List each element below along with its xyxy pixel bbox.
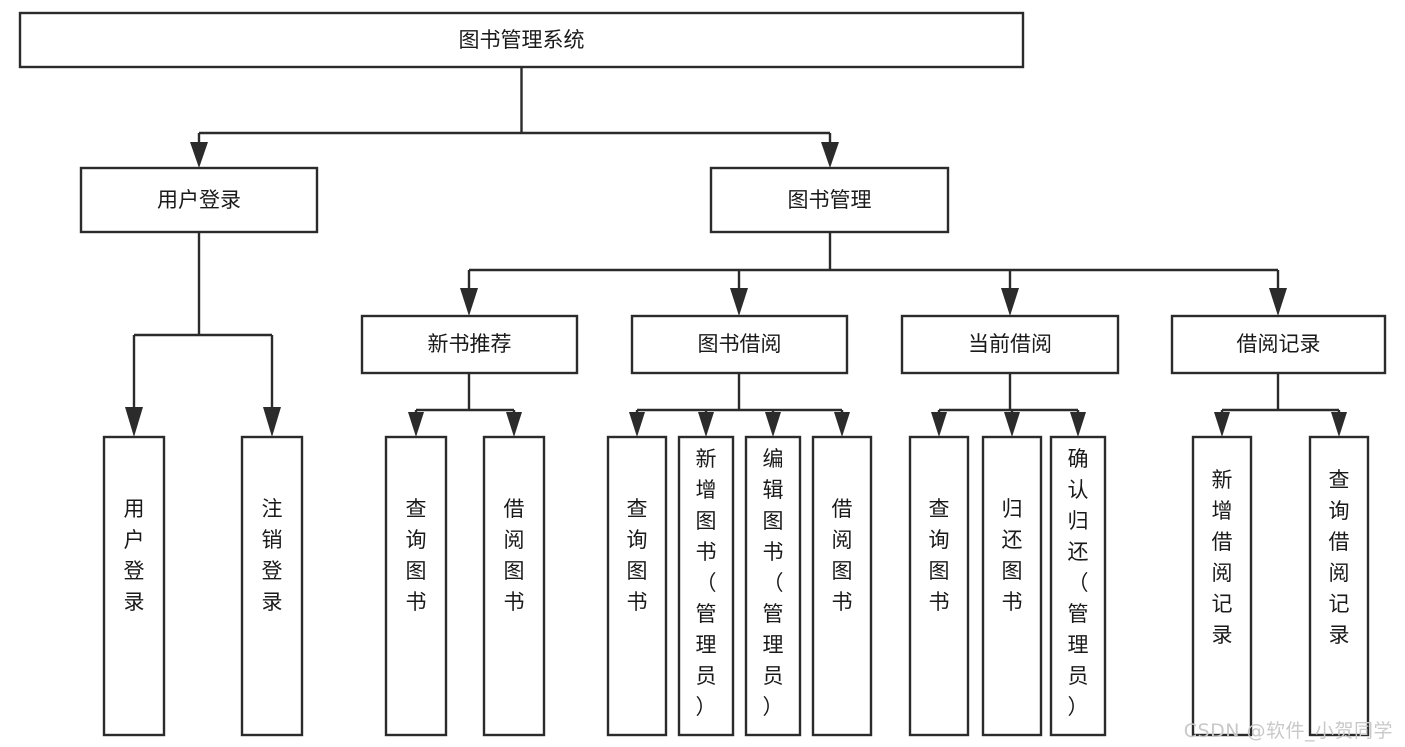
arrow-head-icon [730, 288, 748, 316]
arrow-head-icon [263, 407, 281, 437]
leaf-user-login-label: 用户登录 [124, 497, 145, 614]
node-book-borrow-box[interactable] [630, 314, 849, 375]
leaf-borrow-add-book-box[interactable] [677, 435, 735, 737]
leaf-current-query-book[interactable]: 查询图书 [908, 435, 970, 737]
leaf-borrow-lend-book-label: 借阅图书 [832, 497, 853, 614]
node-root[interactable]: 图书管理系统 [18, 11, 1025, 69]
leaf-user-logout-box[interactable] [240, 435, 304, 737]
leaf-borrow-lend-book-box[interactable] [811, 435, 873, 737]
watermark-text: CSDN @软件_小贺同学 [1183, 720, 1393, 742]
leaf-record-query[interactable]: 查询借阅记录 [1308, 435, 1370, 737]
node-book-management-box[interactable] [709, 166, 950, 234]
leaf-current-query-book-box[interactable] [908, 435, 970, 737]
leaf-new-borrow-book-box[interactable] [482, 435, 546, 737]
leaf-borrow-query-book-box[interactable] [606, 435, 668, 737]
leaf-record-add-box[interactable] [1191, 435, 1253, 737]
arrow-head-icon [125, 407, 143, 437]
node-new-book-recommend[interactable]: 新书推荐 [360, 314, 579, 375]
leaf-user-logout-label: 注销登录 [262, 497, 283, 614]
arrow-head-icon [629, 412, 645, 437]
arrow-head-icon [765, 412, 781, 437]
arrow-head-icon [1004, 412, 1020, 437]
node-book-borrow-label: 图书借阅 [698, 332, 782, 356]
leaf-record-query-box[interactable] [1308, 435, 1370, 737]
node-new-book-recommend-label: 新书推荐 [428, 332, 512, 356]
arrow-head-icon [698, 412, 714, 437]
leaf-borrow-edit-book-box[interactable] [744, 435, 802, 737]
leaf-borrow-add-book[interactable]: 新增图书（管理员） [677, 435, 735, 737]
leaf-current-return-book[interactable]: 归还图书 [981, 435, 1043, 737]
leaf-current-query-book-label: 查询图书 [929, 497, 950, 614]
arrow-head-icon [1269, 288, 1287, 316]
arrow-head-icon [1331, 412, 1347, 437]
leaf-borrow-add-book-label: 新增图书（管理员） [696, 447, 717, 719]
arrow-head-icon [1001, 288, 1019, 316]
arrow-head-icon [1214, 412, 1230, 437]
leaf-user-login[interactable]: 用户登录 [102, 435, 166, 737]
leaf-record-query-label: 查询借阅记录 [1329, 468, 1350, 647]
leaf-borrow-edit-book[interactable]: 编辑图书（管理员） [744, 435, 802, 737]
arrow-head-icon [506, 412, 522, 437]
arrow-head-icon [408, 412, 424, 437]
arrow-head-icon [190, 142, 208, 168]
connector-layer [125, 67, 1347, 437]
node-book-management[interactable]: 图书管理 [709, 166, 950, 234]
node-current-borrow-box[interactable] [900, 314, 1120, 375]
node-root-box[interactable] [18, 11, 1025, 69]
leaf-borrow-edit-book-label: 编辑图书（管理员） [763, 447, 784, 719]
leaf-new-borrow-book-label: 借阅图书 [504, 497, 525, 614]
leaf-new-query-book-box[interactable] [384, 435, 448, 737]
node-user-login[interactable]: 用户登录 [79, 166, 319, 234]
arrow-head-icon [460, 288, 478, 316]
leaf-current-return-book-box[interactable] [981, 435, 1043, 737]
node-root-label: 图书管理系统 [459, 28, 585, 52]
leaf-borrow-lend-book[interactable]: 借阅图书 [811, 435, 873, 737]
leaf-new-query-book-label: 查询图书 [406, 497, 427, 614]
leaf-borrow-query-book[interactable]: 查询图书 [606, 435, 668, 737]
leaf-new-borrow-book[interactable]: 借阅图书 [482, 435, 546, 737]
node-current-borrow-label: 当前借阅 [968, 332, 1052, 356]
arrow-head-icon [931, 412, 947, 437]
arrow-head-icon [834, 412, 850, 437]
node-book-management-label: 图书管理 [788, 188, 872, 212]
leaf-borrow-query-book-label: 查询图书 [627, 497, 648, 614]
leaf-record-add[interactable]: 新增借阅记录 [1191, 435, 1253, 737]
leaf-user-login-box[interactable] [102, 435, 166, 737]
node-borrow-record-label: 借阅记录 [1237, 332, 1321, 356]
arrow-head-icon [821, 142, 839, 168]
leaf-current-confirm-return[interactable]: 确认归还（管理员） [1049, 435, 1107, 737]
node-borrow-record[interactable]: 借阅记录 [1170, 314, 1387, 375]
leaf-current-confirm-return-box[interactable] [1049, 435, 1107, 737]
leaf-current-confirm-return-label: 确认归还（管理员） [1068, 447, 1089, 719]
leaf-record-add-label: 新增借阅记录 [1212, 468, 1233, 647]
node-book-borrow[interactable]: 图书借阅 [630, 314, 849, 375]
node-user-login-label: 用户登录 [157, 188, 241, 212]
node-user-login-box[interactable] [79, 166, 319, 234]
leaf-user-logout[interactable]: 注销登录 [240, 435, 304, 737]
node-borrow-record-box[interactable] [1170, 314, 1387, 375]
leaf-new-query-book[interactable]: 查询图书 [384, 435, 448, 737]
node-new-book-recommend-box[interactable] [360, 314, 579, 375]
node-current-borrow[interactable]: 当前借阅 [900, 314, 1120, 375]
arrow-head-icon [1070, 412, 1086, 437]
leaf-current-return-book-label: 归还图书 [1002, 497, 1023, 614]
